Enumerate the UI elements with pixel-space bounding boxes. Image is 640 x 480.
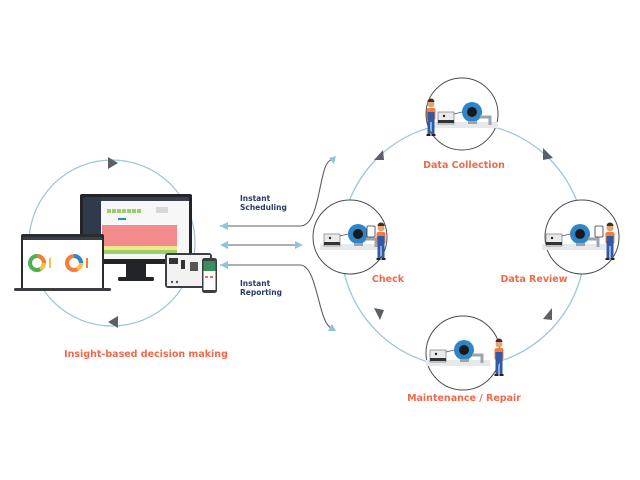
step-circle — [425, 77, 499, 151]
reporting-label-line2: Reporting — [240, 288, 282, 297]
tablet-in-hand — [594, 225, 604, 238]
tablet-in-hand — [366, 225, 376, 238]
heatmap-yellow — [102, 246, 177, 250]
laptop — [14, 234, 111, 291]
insight-caption: Insight-based decision making — [64, 349, 228, 360]
smartphone — [202, 258, 217, 293]
reporting-connector — [220, 264, 333, 329]
sync-arrowhead-left-icon — [220, 241, 228, 249]
scheduling-arrowhead-up-icon — [329, 156, 336, 164]
scheduling-label-line1: Instant — [240, 194, 271, 203]
cycle-arrow-topright-icon — [543, 148, 553, 160]
ring-arrow-top-icon — [108, 157, 118, 169]
cycle-arrow-topleft-icon — [374, 150, 384, 160]
tablet — [165, 253, 212, 288]
scheduling-arrowhead-left-icon — [220, 222, 228, 230]
reporting-label-line1: Instant — [240, 279, 271, 288]
step-label: Data Review — [501, 274, 568, 285]
heatmap-red — [102, 225, 177, 246]
step-maintenance-repair: Maintenance / Repair — [407, 315, 521, 404]
sync-arrowhead-right-icon — [295, 241, 303, 249]
heatmap-green — [102, 250, 177, 254]
status-tiles — [107, 209, 141, 213]
reporting-arrowhead-down-icon — [328, 324, 336, 331]
desktop-monitor — [80, 194, 192, 281]
donut-chart-1 — [28, 254, 46, 272]
step-label: Check — [372, 274, 405, 285]
donut-chart-2 — [65, 254, 83, 272]
step-label: Maintenance / Repair — [407, 393, 521, 404]
connector-arrows — [220, 156, 336, 331]
step-data-review: Data Review — [501, 199, 620, 285]
worker-illustration — [494, 338, 504, 376]
step-data-collection: Data Collection — [423, 77, 505, 171]
scheduling-connector — [220, 159, 333, 227]
ring-arrow-bottom-icon — [108, 316, 118, 328]
cycle-arrow-bottomleft-icon — [374, 308, 384, 320]
reporting-arrowhead-left-icon — [220, 261, 228, 269]
step-label: Data Collection — [423, 160, 505, 171]
cycle-arrow-bottomright-icon — [543, 308, 552, 320]
scheduling-label-line2: Scheduling — [240, 203, 287, 212]
step-check: Check — [312, 199, 405, 285]
